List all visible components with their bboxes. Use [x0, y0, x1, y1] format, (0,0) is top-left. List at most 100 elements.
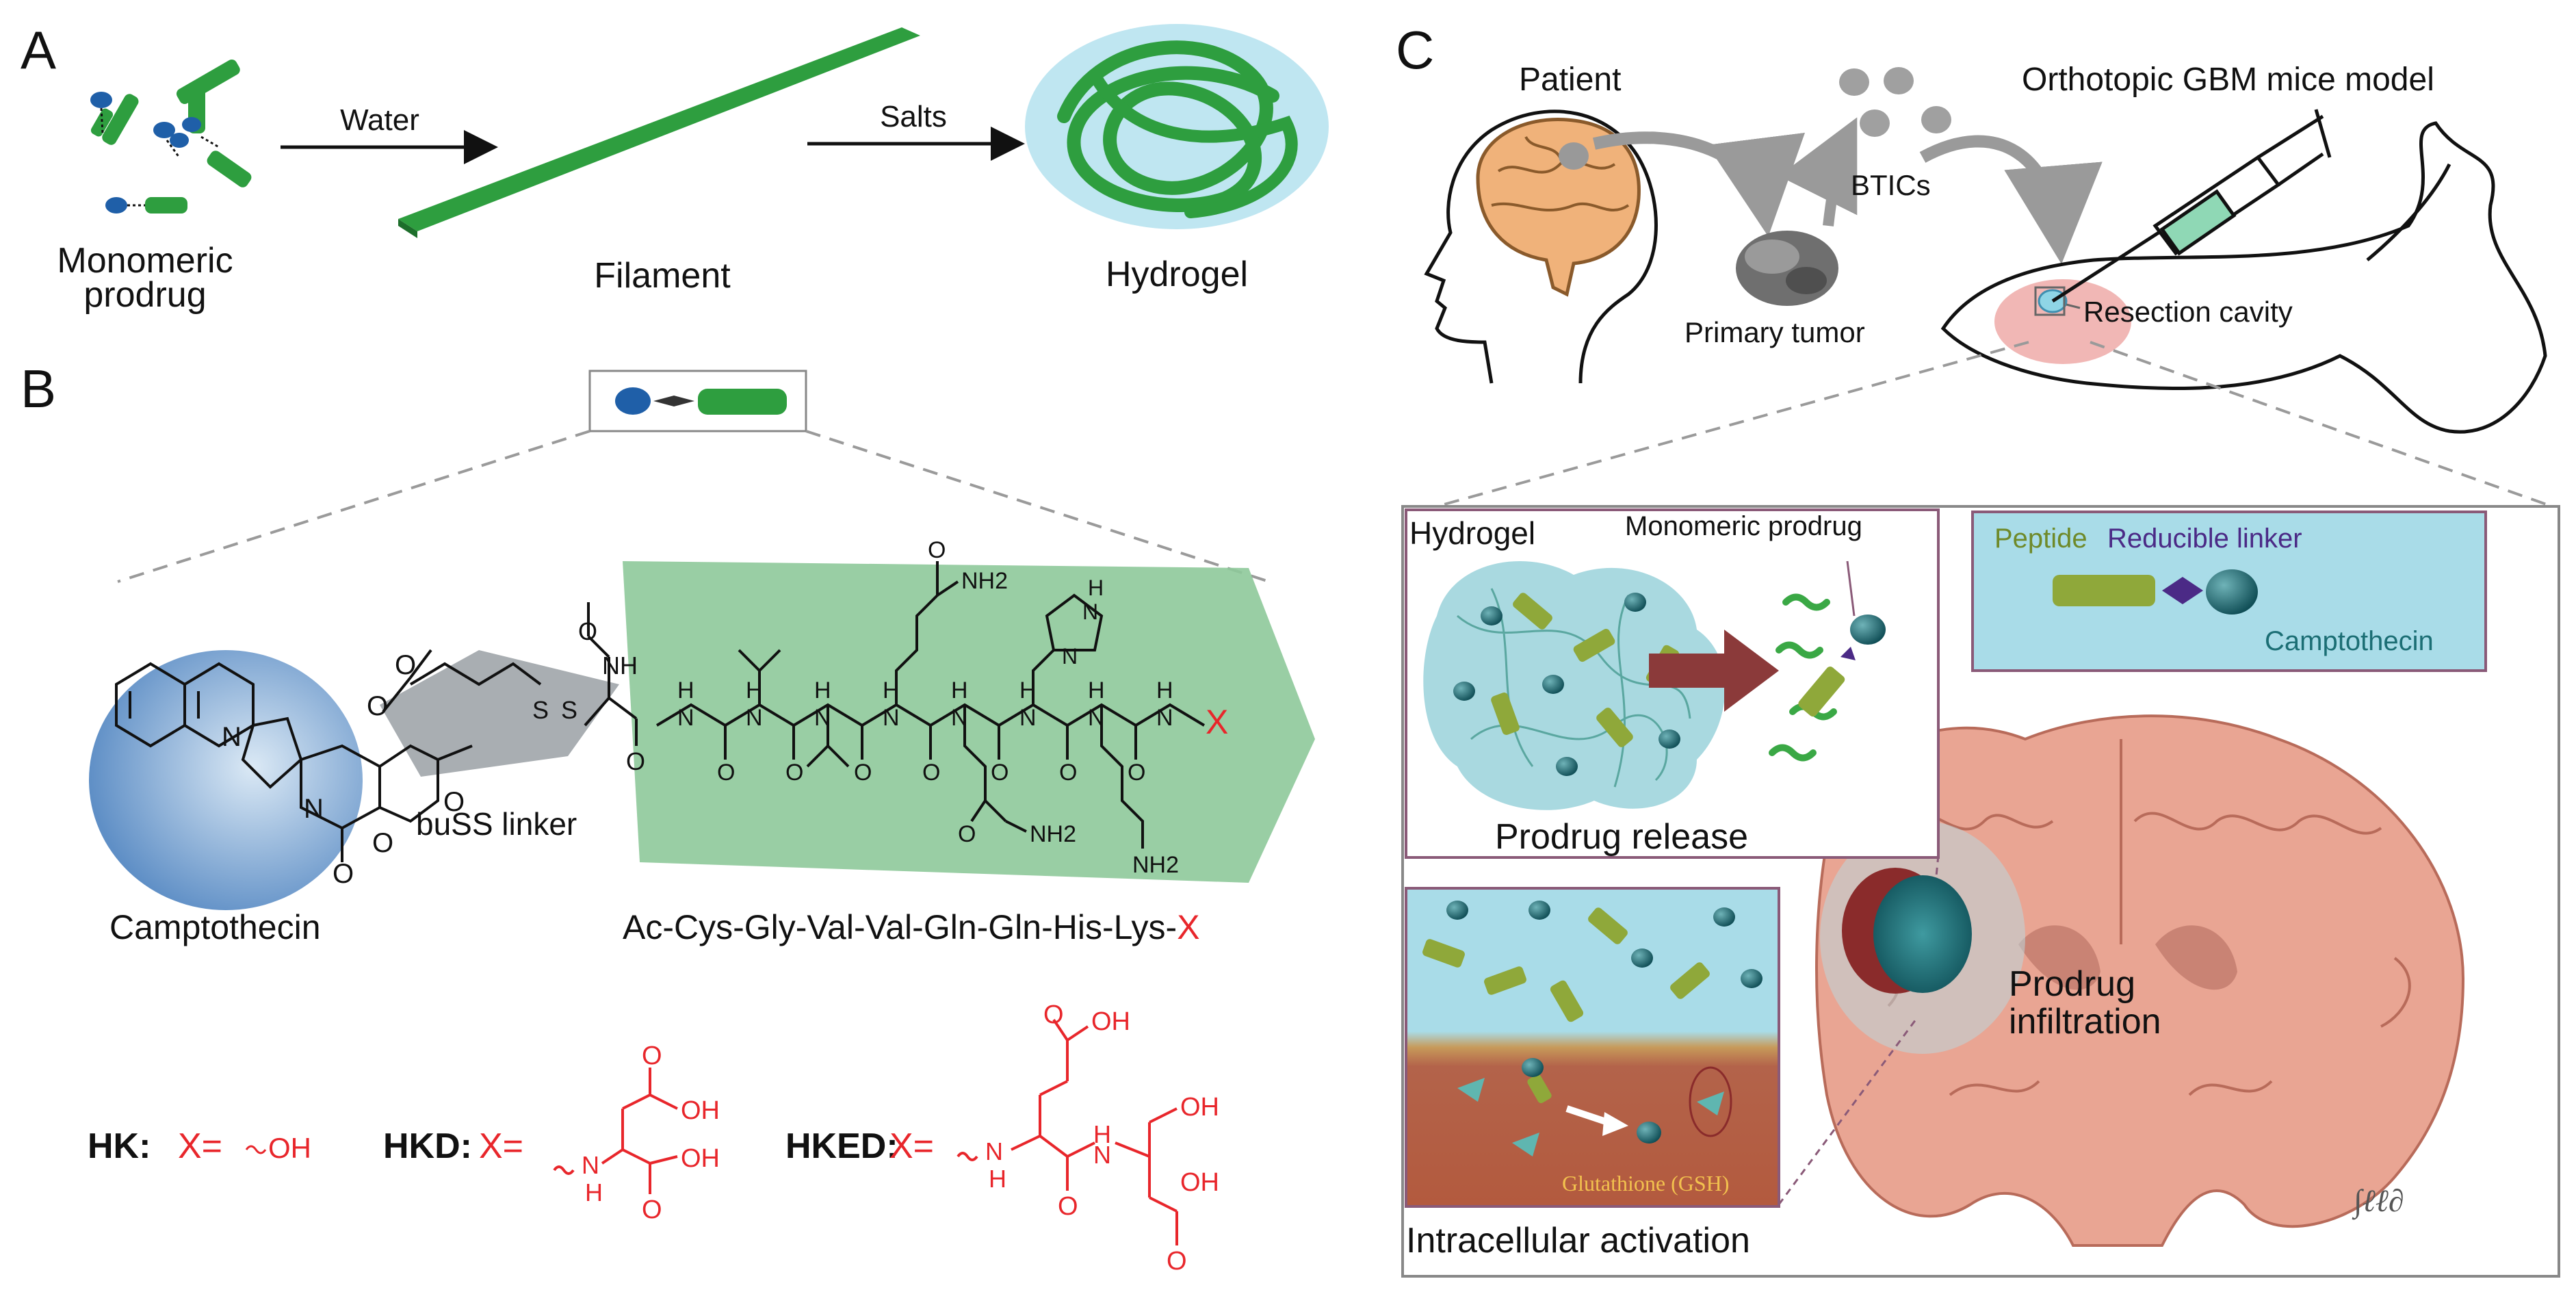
- atom-o-p1: O: [717, 760, 735, 786]
- variant-hked-o2: O: [1058, 1192, 1078, 1221]
- signature-icon: ∫ℓℓ∂: [2352, 1183, 2404, 1220]
- variant-hk-name: HK:: [88, 1126, 151, 1166]
- atom-n-p3: N: [814, 705, 831, 731]
- brain-icon: [1476, 117, 1641, 297]
- variant-hkd-o2: O: [642, 1196, 662, 1224]
- infiltration-label-1: Prodrug: [2009, 964, 2135, 1004]
- intracellular-prodrugs-icon: [1422, 901, 1762, 1022]
- legend-drug-label: Camptothecin: [2265, 626, 2434, 656]
- variant-hk-oh: OH: [268, 1132, 311, 1164]
- variant-hk-wavy-bond: [245, 1145, 267, 1154]
- hydrogel-label: Hydrogel: [1106, 255, 1248, 294]
- atom-n-p1: N: [677, 705, 694, 731]
- panel-c-letter: C: [1396, 20, 1434, 80]
- syringe-icon: [2051, 109, 2332, 303]
- variant-hkd-name: HKD:: [383, 1126, 472, 1166]
- atom-h-5: H: [951, 677, 968, 703]
- legend-peptide-icon: [2053, 575, 2155, 606]
- legend-linker-label: Reducible linker: [2107, 524, 2302, 554]
- linker-structure: [409, 602, 638, 746]
- peptide-region: [623, 561, 1315, 883]
- btic-to-mouse-arrow: [1919, 135, 2103, 264]
- camptothecin-region: [89, 650, 363, 910]
- intracellular-inset: [1405, 887, 1780, 1208]
- atom-o-p5: O: [991, 760, 1009, 786]
- variant-hked-n2: N: [1093, 1141, 1111, 1169]
- atom-h-7: H: [1088, 677, 1105, 703]
- variant-hkd-x: X=: [479, 1126, 523, 1166]
- variant-hkd-o1: O: [642, 1042, 662, 1070]
- atom-o-cys: O: [626, 747, 645, 775]
- resection-label: Resection cavity: [2083, 296, 2293, 328]
- atom-o-p6: O: [1059, 760, 1077, 786]
- atom-n-p8: N: [1156, 705, 1173, 731]
- btic-arrow: [1778, 117, 1858, 227]
- panel-b: B N N O O O O: [21, 359, 1315, 1276]
- atom-o-gln1: O: [928, 537, 946, 563]
- variant-hked-name: HKED:: [785, 1126, 898, 1166]
- patient-label: Patient: [1519, 62, 1621, 98]
- monomer-label-line1: Monomeric: [57, 241, 233, 281]
- linker-label: buSS linker: [416, 806, 577, 842]
- atom-o-4: O: [395, 650, 416, 680]
- hydrogel-icon: [1025, 24, 1329, 229]
- water-label: Water: [340, 103, 419, 137]
- legend-linker-icon: [2162, 577, 2203, 604]
- atom-o-p3: O: [854, 760, 872, 786]
- legend-drug-icon: [2206, 569, 2258, 615]
- atom-s-2: S: [561, 696, 577, 724]
- panel-b-letter: B: [21, 359, 56, 419]
- atom-h-4: H: [883, 677, 900, 703]
- atom-n-his1: N: [1082, 599, 1098, 624]
- atom-h-8: H: [1156, 677, 1173, 703]
- tumor-arrow: [1592, 131, 1805, 237]
- atom-n-2: N: [304, 794, 324, 824]
- variant-hked-o3: O: [1167, 1247, 1187, 1276]
- monomeric-prodrug-label: Monomeric prodrug: [1625, 511, 1862, 541]
- prodrug-release-label: Prodrug release: [1495, 817, 1748, 857]
- panel-c: C Patient Primary tumor BTICs Orthotopic…: [1396, 20, 2560, 1278]
- peptide-structure: [655, 561, 1206, 849]
- salts-label: Salts: [880, 100, 947, 133]
- monomer-inset-icon: [588, 370, 807, 432]
- variant-hked-oh1: OH: [1091, 1007, 1130, 1036]
- atom-o-3: O: [367, 691, 388, 721]
- variant-hked-oh2: OH: [1180, 1093, 1219, 1122]
- atom-h-3: H: [814, 677, 831, 703]
- panel-a: A Monomeric prodrug Water Filament S: [21, 20, 1329, 315]
- primary-tumor-icon: [1736, 231, 1838, 306]
- released-monomers-icon: [1769, 560, 1886, 762]
- variant-hkd: HKD: X= N H O OH OH O: [383, 1042, 720, 1224]
- infiltration-label-2: infiltration: [2009, 1002, 2161, 1042]
- gel-hydrogel-label: Hydrogel: [1409, 515, 1535, 551]
- atom-o-5: O: [443, 787, 465, 817]
- variant-hk-x: X=: [178, 1126, 222, 1166]
- variant-hkd-h: H: [585, 1178, 603, 1206]
- atom-o-2: O: [372, 828, 393, 858]
- connector-release: [1935, 855, 1940, 877]
- atom-h-his: H: [1088, 576, 1104, 600]
- release-arrow: [1649, 630, 1779, 712]
- variant-hkd-n: N: [582, 1151, 599, 1179]
- atom-o-gln2: O: [958, 821, 976, 847]
- atom-o-p4: O: [922, 760, 940, 786]
- camptothecin-structure: [115, 649, 473, 862]
- connector-activation: [1778, 1019, 1917, 1205]
- peptide-sequence-label: Ac-Cys-Gly-Val-Val-Gln-Gln-His-Lys-X: [623, 908, 1200, 946]
- linker-region: [380, 650, 619, 777]
- model-label: Orthotopic GBM mice model: [2022, 62, 2434, 98]
- variant-hkd-oh1: OH: [681, 1096, 720, 1125]
- zoom-c-right: [2090, 341, 2553, 508]
- atom-o-p2: O: [785, 760, 803, 786]
- filament-icon: [398, 27, 920, 231]
- atom-n-p6: N: [1019, 705, 1037, 731]
- variant-hked-h2: H: [1093, 1120, 1111, 1148]
- camptothecin-label: Camptothecin: [109, 908, 321, 946]
- btics-icon: [1839, 67, 1951, 137]
- atom-nh-cys: NH: [602, 651, 638, 680]
- atom-h-6: H: [1019, 677, 1037, 703]
- panel-a-letter: A: [21, 20, 56, 80]
- atom-nh2-lys: NH2: [1132, 852, 1179, 878]
- atom-h-1: H: [677, 677, 694, 703]
- variant-hked-h1: H: [989, 1165, 1006, 1193]
